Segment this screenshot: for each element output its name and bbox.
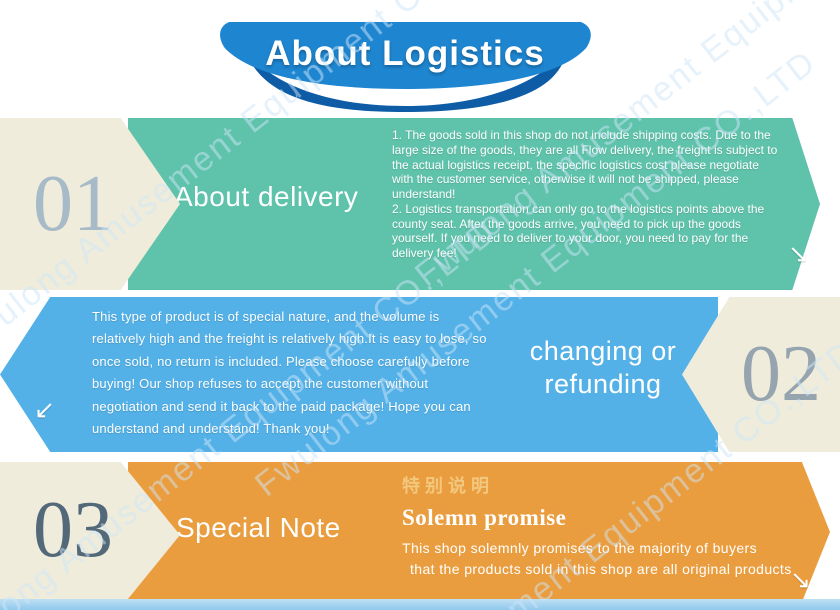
section-3-heading: Special Note <box>176 512 341 543</box>
section-3-promise-block: 特别说明 Solemn promise This shop solemnly p… <box>402 462 792 602</box>
section-2-body-text: This type of product is of special natur… <box>92 309 487 437</box>
arrow-down-left-icon: ↙ <box>34 396 55 424</box>
section-special-note-content: Special Note 特别说明 Solemn promise This sh… <box>128 462 830 602</box>
ribbon-shadow-shape <box>245 50 567 112</box>
section-1-number: 01 <box>33 159 113 248</box>
section-about-delivery-content: About delivery 1. The goods sold in this… <box>128 118 820 290</box>
section-3-promise-title: Solemn promise <box>402 505 567 530</box>
ribbon-shape <box>220 22 591 89</box>
section-about-delivery: About delivery 1. The goods sold in this… <box>128 118 820 290</box>
section-2-heading: changing or refunding <box>529 336 677 399</box>
section-1-heading: About delivery <box>174 181 359 212</box>
bottom-edge-strip <box>0 599 840 610</box>
section-special-note: Special Note 特别说明 Solemn promise This sh… <box>128 462 830 602</box>
section-3-number: 03 <box>33 485 113 574</box>
section-changing-refunding: This type of product is of special natur… <box>0 297 718 452</box>
arrow-down-right-icon: ↘ <box>788 240 809 268</box>
page-title: About Logistics <box>265 34 545 73</box>
section-3-promise-line-2: that the products sold in this shop are … <box>410 561 792 577</box>
section-changing-refunding-content: This type of product is of special natur… <box>0 297 718 452</box>
section-3-promise-line-1: This shop solemnly promises to the major… <box>402 540 757 556</box>
arrow-down-right-icon: ↘ <box>790 566 811 594</box>
ribbon-graphic <box>220 22 591 112</box>
section-2-number: 02 <box>741 330 821 418</box>
section-1-body-text: 1. The goods sold in this shop do not in… <box>392 128 778 260</box>
section-2-heading-wrap: changing or refunding <box>488 297 718 452</box>
section-3-chinese-label: 特别说明 <box>402 476 494 496</box>
header-ribbon: About Logistics <box>215 20 595 112</box>
